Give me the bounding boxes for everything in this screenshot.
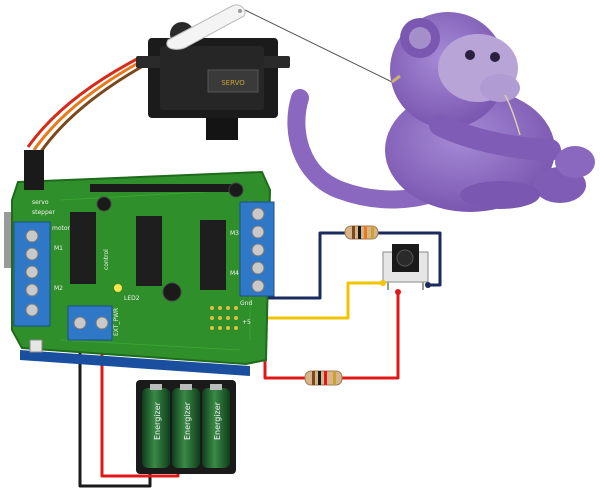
label-motor: motor [52,225,71,232]
proto-pin-area [210,306,238,330]
right-terminal-blocks [239,201,275,297]
led-indicator [114,284,122,292]
motor-driver-chip-2 [200,220,226,290]
battery-cell-2 [172,388,200,468]
power-terminal-block [67,305,113,341]
motor-driver-chip-1 [70,212,96,284]
servo-motor-icon: SERVO [136,4,290,140]
motor-shield-board: servo stepper motor control M1 M2 M3 M4 … [4,150,275,376]
label-m3: M3 [230,230,239,237]
battery-cell-1 [142,388,170,468]
battery-brand-3: Energizer [213,401,222,440]
resistor-icon [344,225,379,240]
servo-horn [166,4,246,50]
battery-wire-black [78,340,152,488]
arduino-base-edge [20,350,250,376]
label-m1: M1 [54,245,63,252]
plush-monkey-icon [287,12,595,212]
servo-cable-orange [32,60,141,151]
servo-header [24,150,44,190]
label-stepper: stepper [32,209,55,216]
battery-brand-2: Energizer [183,401,192,440]
navy-wire [258,231,442,300]
shift-register-chip [136,216,162,286]
yellow-wire [258,281,383,320]
capacitor [162,282,182,302]
battery-cell-3 [202,388,230,468]
servo-cable-brown [38,64,144,154]
battery-icon: Energizer Energizer Energizer [136,380,236,474]
left-terminal-blocks [13,221,51,327]
servo-cable-red [26,57,138,148]
label-ext-pwr: EXT_PWR [113,308,120,336]
label-plus5: +5 [242,319,251,326]
pushbutton-icon [380,244,431,295]
label-led2: LED2 [124,295,140,302]
red-wire-button [258,292,400,380]
label-m2: M2 [54,285,63,292]
monkey-string [244,9,393,83]
label-control: control [103,249,110,270]
label-m4: M4 [230,270,239,277]
label-servo: servo [32,199,49,206]
battery-brand: Energizer [153,401,162,440]
resistor-icon [304,370,343,386]
servo-label: SERVO [221,79,245,87]
top-header-row [90,184,240,192]
reset-button [29,339,43,353]
label-gnd: Gnd [240,300,252,307]
